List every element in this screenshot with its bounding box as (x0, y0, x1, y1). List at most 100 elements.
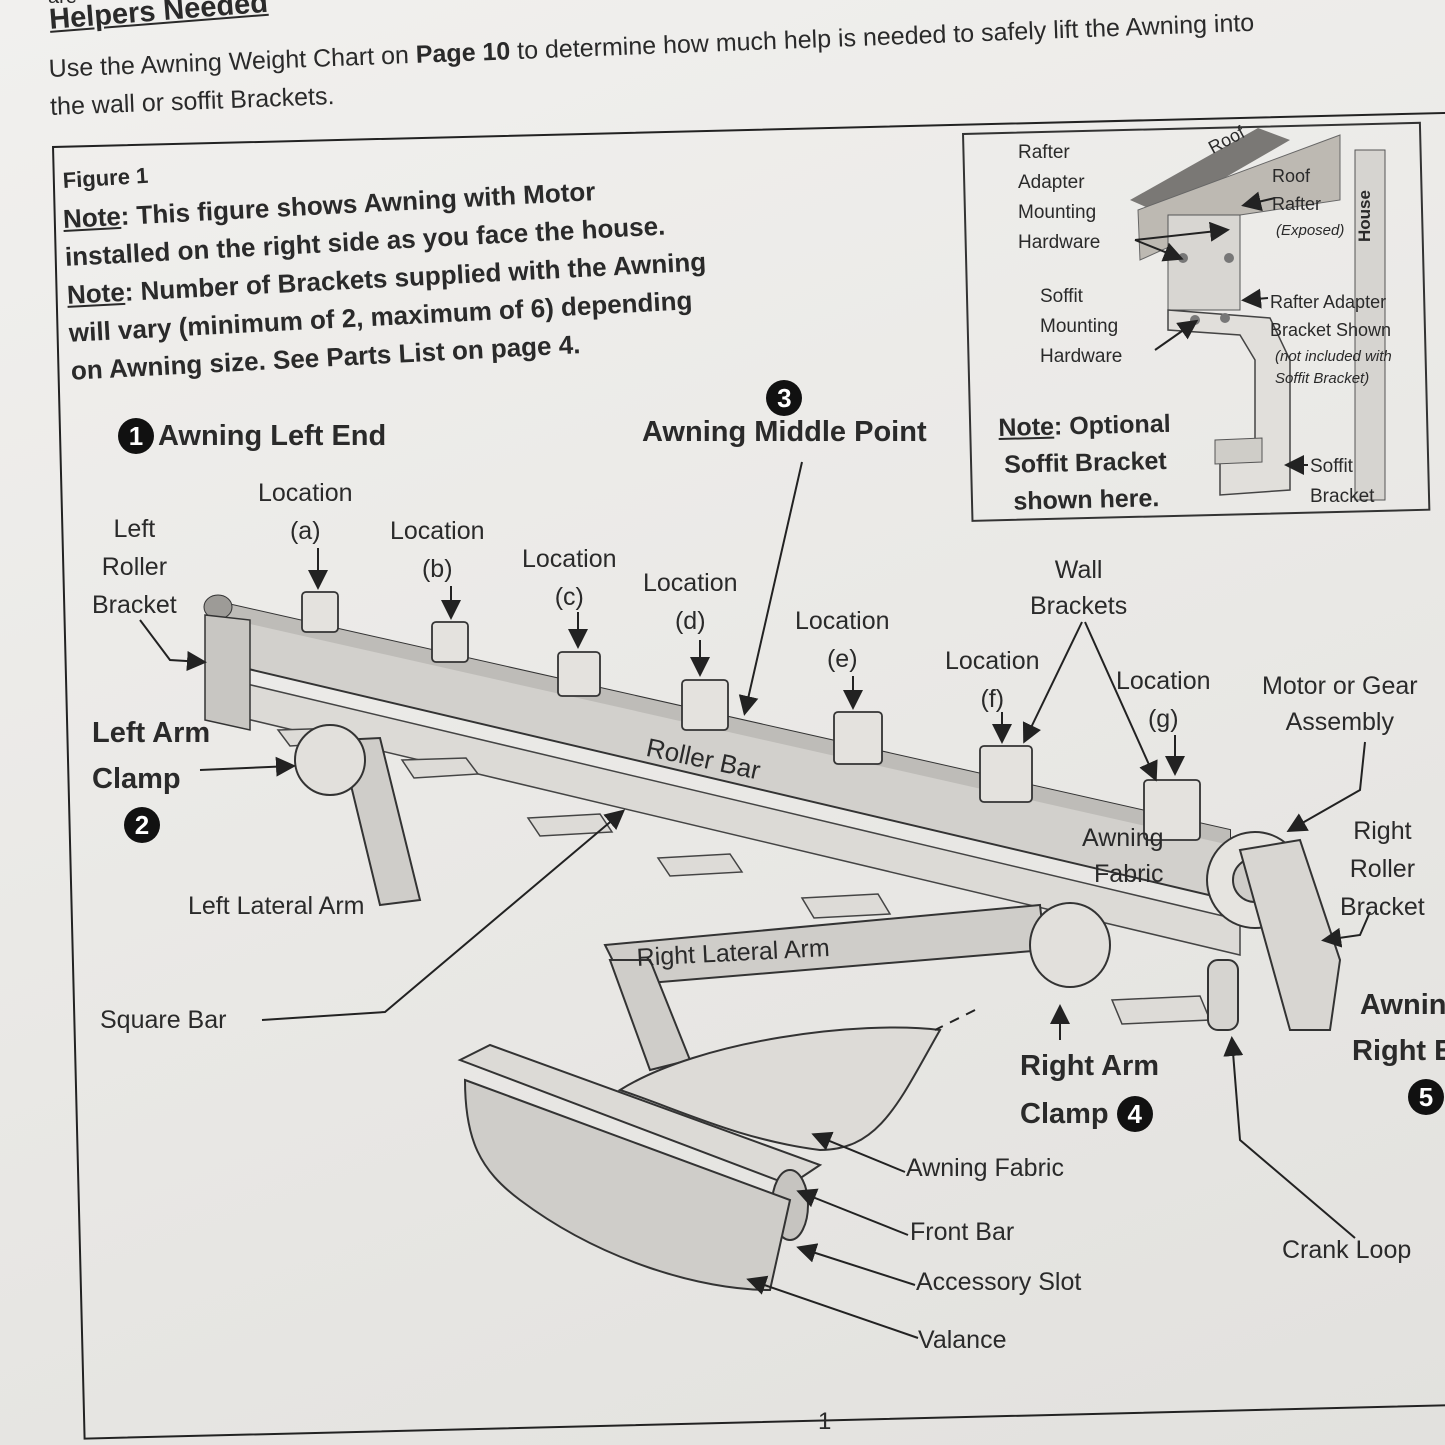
label-line: Soffit (1310, 456, 1353, 477)
label-front-bar: Front Bar (910, 1218, 1015, 1246)
label-right-roller-bracket: Right Roller Bracket (1340, 812, 1425, 926)
location-word: Location (795, 607, 890, 635)
figure-title: Figure 1 (62, 162, 149, 193)
location-letter: (b) (421, 555, 453, 583)
label-line: Left (113, 515, 156, 543)
label-square-bar: Square Bar (100, 1006, 227, 1034)
location-letter: (f) (980, 685, 1005, 713)
wall-bracket-plates (301, 591, 1201, 841)
inset-note-line2: Soffit Bracket (1003, 446, 1168, 479)
label-line: Bracket (1310, 486, 1375, 507)
label-line: Bracket Shown (1270, 320, 1392, 340)
label-line: Bracket (1340, 893, 1425, 921)
label-accessory-slot: Accessory Slot (916, 1268, 1082, 1296)
label-line: Rafter (1272, 194, 1322, 214)
inset-soffit-hardware-label: Soffit Mounting Hardware (1040, 282, 1122, 372)
label-line: Hardware (1018, 232, 1101, 253)
label-line: Right End (1352, 1035, 1445, 1067)
label-line: Awning (1360, 989, 1445, 1021)
label-line: Rafter Adapter (1270, 292, 1387, 312)
location-letter: (d) (674, 607, 706, 635)
location-e: Location(e) (795, 602, 890, 678)
label-line: Awning (1082, 824, 1164, 852)
label-line: Adapter (1018, 172, 1085, 193)
location-word: Location (643, 569, 738, 597)
label-line: Motor or Gear (1262, 672, 1418, 700)
callout-awning-left-end: 1 Awning Left End (118, 418, 386, 454)
callout-right-arm-clamp: Right Arm Clamp 4 (1020, 1042, 1159, 1138)
note-label: Note (66, 276, 126, 310)
location-d: Location (d) (643, 564, 738, 640)
label-line: Fabric (1094, 860, 1164, 888)
label-line: Soffit (1040, 286, 1083, 307)
location-letter: (a) (289, 517, 321, 545)
label-line: Mounting (1040, 316, 1119, 337)
label-line: Right (1353, 817, 1412, 845)
callout-badge-2: 2 (124, 807, 160, 843)
inset-note: Note: Optional Soffit Bracket shown here… (998, 406, 1173, 521)
label-motor-assembly: Motor or Gear Assembly (1262, 668, 1418, 740)
label-line: Brackets (1030, 592, 1128, 620)
callout-left-arm-clamp: Left Arm Clamp 2 (92, 710, 210, 848)
callout-label: Awning Middle Point (642, 416, 927, 448)
location-word: Location (522, 545, 617, 573)
label-line: (not included with (1275, 348, 1392, 365)
label-awning-fabric-top: Awning Fabric (1082, 820, 1164, 892)
label-wall-brackets: Wall Brackets (1030, 552, 1127, 624)
label-line: Roller (101, 553, 168, 581)
location-letter: (c) (554, 583, 584, 611)
label-line: Hardware (1040, 346, 1123, 367)
callout-awning-right-end: Awning Right End 5 (1352, 982, 1445, 1120)
label-crank-loop: Crank Loop (1282, 1236, 1412, 1264)
label-line: Clamp (1020, 1098, 1109, 1130)
inset-exposed-label: (Exposed) (1276, 222, 1345, 239)
location-c: Location (c) (522, 540, 617, 616)
callout-badge-3: 3 (766, 380, 803, 416)
label-line: Clamp (92, 763, 181, 795)
label-line: Rafter (1018, 142, 1070, 163)
label-line: Wall (1054, 556, 1103, 584)
inset-rafter-bracket-label: Rafter Adapter Bracket Shown (1270, 288, 1391, 344)
location-f: Location (f) (945, 642, 1040, 718)
motor-assembly-drawing (1206, 831, 1342, 1031)
label-line: Bracket (92, 591, 177, 619)
label-line: Roller (1349, 855, 1416, 883)
callout-badge-4: 4 (1116, 1096, 1153, 1132)
label-left-lateral-arm: Left Lateral Arm (188, 892, 365, 920)
location-a: Location (a) (258, 474, 353, 550)
label-line: Left Arm (92, 717, 211, 749)
label-left-roller-bracket: Left Roller Bracket (92, 510, 177, 624)
label-line: Mounting (1018, 202, 1097, 223)
inset-soffit-bracket-label: Soffit Bracket (1310, 452, 1374, 512)
leader-lines (139, 461, 1371, 1339)
note-label: Note (62, 200, 122, 234)
label-line: Roof (1272, 166, 1311, 186)
callout-awning-middle-point: 3 Awning Middle Point (642, 380, 927, 449)
callout-badge-1: 1 (118, 418, 154, 454)
location-word: Location (945, 647, 1040, 675)
inset-roof-rafter-label: Roof Rafter (1272, 162, 1321, 218)
location-word: Location (390, 517, 485, 545)
arms-drawing (294, 724, 1111, 1072)
callout-label: Awning Left End (158, 419, 387, 452)
label-line: Assembly (1285, 708, 1394, 736)
bracket-feet (276, 727, 1212, 1025)
label-awning-fabric: Awning Fabric (906, 1154, 1064, 1182)
inset-rafter-adapter-label: Rafter Adapter Mounting Hardware (1018, 138, 1100, 258)
location-word: Location (258, 479, 353, 507)
front-bar-drawing (457, 1026, 942, 1292)
inset-note-label: Note (998, 412, 1055, 442)
page-number: 1 (818, 1408, 832, 1435)
location-word: Location (1116, 667, 1211, 695)
figure-notes: Note: This figure shows Awning with Moto… (62, 167, 711, 390)
inset-note-text: : Optional (1053, 409, 1171, 441)
label-valance: Valance (918, 1326, 1007, 1354)
callout-badge-5: 5 (1408, 1079, 1444, 1115)
top-text-fragment: are (48, 0, 77, 9)
inset-drawing (1130, 128, 1386, 501)
label-line: Right Arm (1020, 1050, 1160, 1082)
label-line: Soffit Bracket) (1275, 370, 1370, 387)
location-g: Location(g) (1116, 662, 1211, 738)
